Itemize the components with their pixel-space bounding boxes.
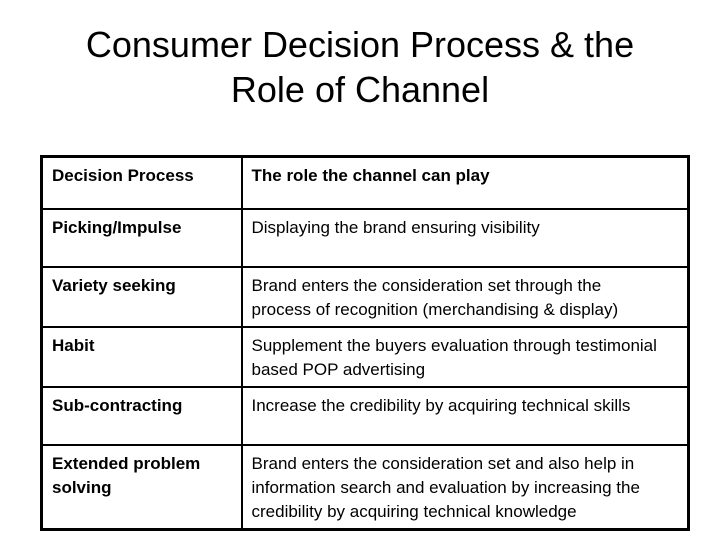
role-cell: Brand enters the consideration set and a…: [240, 443, 690, 530]
table-row: Picking/Impulse Displaying the brand ens…: [40, 207, 690, 268]
table-header-decision-process: Decision Process: [40, 155, 243, 210]
role-cell: Increase the credibility by acquiring te…: [240, 385, 690, 446]
process-cell: Picking/Impulse: [40, 207, 243, 268]
table-row: Extended problem solving Brand enters th…: [40, 443, 690, 530]
decision-process-table: Decision Process The role the channel ca…: [40, 155, 690, 531]
table-row: Habit Supplement the buyers evaluation t…: [40, 325, 690, 388]
process-cell: Extended problem solving: [40, 443, 243, 530]
process-cell: Habit: [40, 325, 243, 388]
role-cell: Supplement the buyers evaluation through…: [240, 325, 690, 388]
process-cell: Sub-contracting: [40, 385, 243, 446]
role-cell: Displaying the brand ensuring visibility: [240, 207, 690, 268]
table-header-channel-role: The role the channel can play: [240, 155, 690, 210]
table-header-row: Decision Process The role the channel ca…: [40, 155, 690, 210]
table-row: Sub-contracting Increase the credibility…: [40, 385, 690, 446]
slide-title: Consumer Decision Process & the Role of …: [85, 24, 635, 110]
table-row: Variety seeking Brand enters the conside…: [40, 265, 690, 328]
role-cell: Brand enters the consideration set throu…: [240, 265, 690, 328]
process-cell: Variety seeking: [40, 265, 243, 328]
